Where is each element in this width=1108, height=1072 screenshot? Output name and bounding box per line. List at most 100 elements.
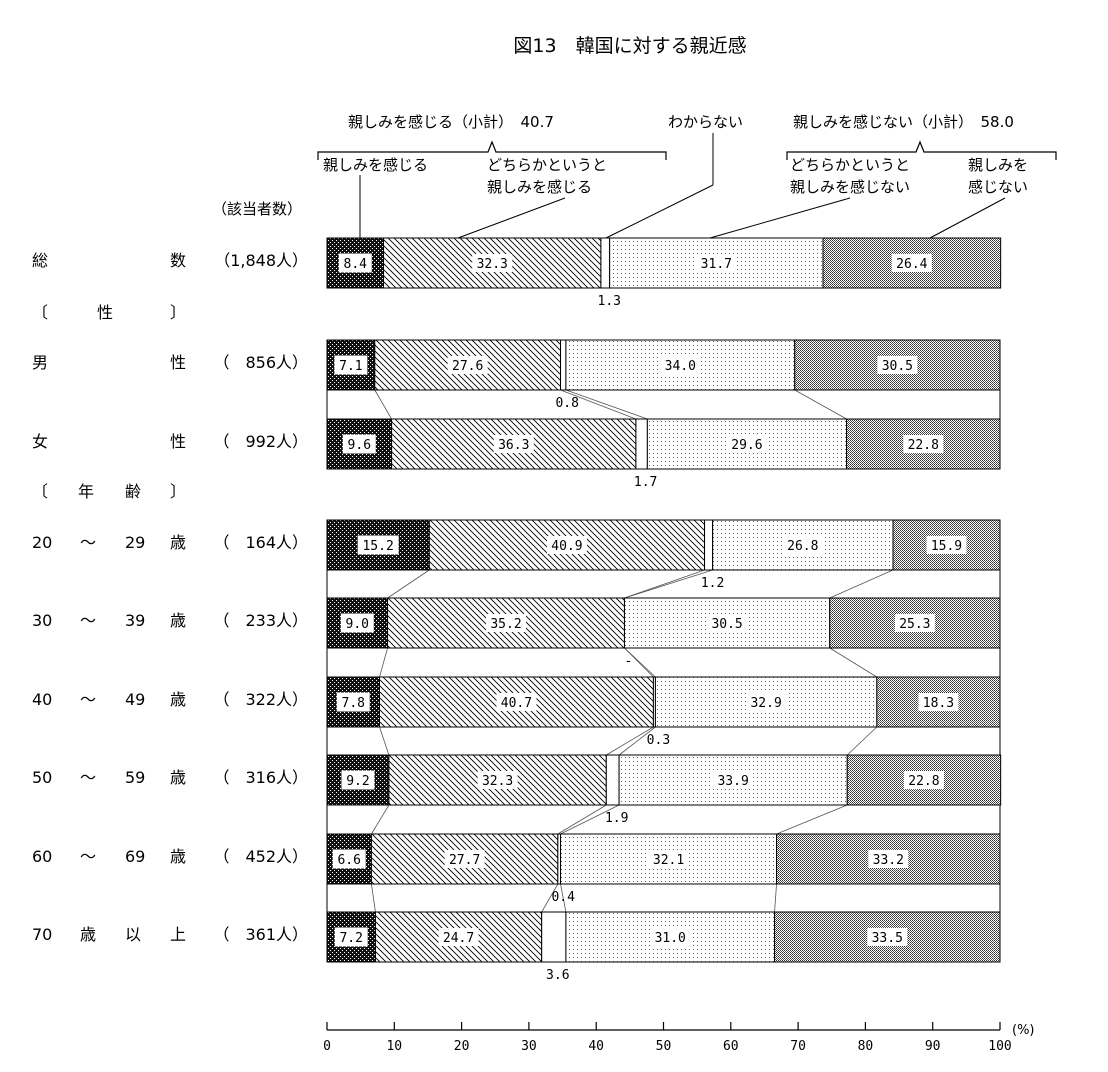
connector-line <box>606 726 654 756</box>
section-label-age-2: 齢 <box>125 482 141 501</box>
connector-line <box>565 389 648 420</box>
value-label: 32.9 <box>750 696 781 711</box>
gap-band <box>326 883 1001 913</box>
value-label: 25.3 <box>899 617 930 632</box>
value-label-bg <box>867 928 908 946</box>
value-label: 31.7 <box>701 257 732 272</box>
value-label-bg <box>546 536 587 554</box>
connector-line <box>371 804 390 835</box>
value-label-bg <box>444 850 485 868</box>
value-label-bg <box>438 928 479 946</box>
row-count: （ 322人） <box>213 690 308 709</box>
value-label-bg <box>918 693 959 711</box>
section-bracket-close: 〕 <box>170 303 186 322</box>
value-label-bg <box>894 614 935 632</box>
value-label-bg <box>342 434 376 454</box>
unknown-value-label: - <box>625 654 633 669</box>
row-label-part: 歳 <box>170 768 186 787</box>
row-label-part: 歳 <box>170 690 186 709</box>
gap-band <box>326 647 1001 678</box>
row-label-part: 性 <box>170 432 186 451</box>
value-label: 15.2 <box>362 539 393 554</box>
row-label-part: 40 <box>32 690 52 709</box>
value-label-bg <box>332 849 366 869</box>
leader-cat4 <box>709 197 851 239</box>
legend-cat5-line1: 親しみを <box>968 156 1028 174</box>
row-label-part: 29 <box>125 533 145 552</box>
value-label-bg <box>477 771 518 789</box>
x-tick-label: 80 <box>858 1039 874 1054</box>
legend-positive-subtotal: 親しみを感じる（小計） 40.7 <box>348 113 554 131</box>
connector-line <box>560 389 637 420</box>
x-tick-label: 100 <box>988 1039 1011 1054</box>
x-tick-label: 40 <box>588 1039 604 1054</box>
value-label: 33.5 <box>872 931 903 946</box>
x-tick-label: 20 <box>454 1039 470 1054</box>
legend-cat2-line1: どちらかというと <box>487 156 607 174</box>
positive-brace <box>317 140 667 160</box>
row-count: （ 164人） <box>213 533 308 552</box>
row-label-part: 59 <box>125 768 145 787</box>
gap-band <box>326 389 1001 420</box>
x-tick-label: 30 <box>521 1039 537 1054</box>
leader-unknown-2 <box>605 184 714 239</box>
row-label-part: 30 <box>32 611 52 630</box>
x-tick-label: 90 <box>925 1039 941 1054</box>
value-label: 27.7 <box>449 853 480 868</box>
value-label-bg <box>447 356 488 374</box>
unknown-value-label: 1.9 <box>605 811 628 826</box>
row-label-part: 性 <box>170 353 186 372</box>
x-axis-unit: (%) <box>1012 1023 1035 1038</box>
row-label-part: ～ <box>80 690 96 709</box>
value-label: 9.6 <box>348 438 371 453</box>
connector-line <box>846 726 878 756</box>
row-label-part: 男 <box>32 353 48 372</box>
value-label-bg <box>648 850 689 868</box>
value-label-bg <box>726 435 767 453</box>
value-label: 15.9 <box>931 539 962 554</box>
value-label: 7.1 <box>339 359 362 374</box>
seg-somewhat-positive <box>428 519 706 571</box>
seg-unknown <box>541 911 567 963</box>
value-label: 36.3 <box>498 438 529 453</box>
section-label-age-1: 年 <box>78 482 94 501</box>
row-count: （ 856人） <box>213 353 308 372</box>
x-tick-label: 60 <box>723 1039 739 1054</box>
connector-line <box>379 726 390 756</box>
row-label-part: 60 <box>32 847 52 866</box>
connector-line <box>371 883 376 913</box>
value-label-bg <box>713 771 754 789</box>
value-label: 32.3 <box>482 774 513 789</box>
row-label-part: 歳 <box>170 533 186 552</box>
legend-cat4-line1: どちらかというと <box>790 156 910 174</box>
connector-line <box>776 804 848 835</box>
value-label-bg <box>707 614 748 632</box>
value-label: 27.6 <box>452 359 483 374</box>
connector-line <box>624 569 705 599</box>
value-label: 34.0 <box>665 359 696 374</box>
value-label-bg <box>877 356 918 374</box>
value-label: 24.7 <box>443 931 474 946</box>
value-label: 32.1 <box>653 853 684 868</box>
legend-cat1: 親しみを感じる <box>323 156 428 174</box>
row-count: （ 452人） <box>213 847 308 866</box>
seg-unknown <box>560 339 567 391</box>
value-label-bg <box>926 536 967 554</box>
row-count: （ 992人） <box>213 432 308 451</box>
seg-unknown <box>600 237 611 289</box>
section-bracket-open: 〔 <box>32 482 48 501</box>
value-label: 29.6 <box>731 438 762 453</box>
value-label: 7.8 <box>342 696 365 711</box>
row-label-part: 70 <box>32 925 52 944</box>
value-label: 35.2 <box>490 617 521 632</box>
row-count: （ 316人） <box>213 768 308 787</box>
value-label-bg <box>650 928 691 946</box>
value-label: 18.3 <box>923 696 954 711</box>
connector-line <box>624 647 656 678</box>
